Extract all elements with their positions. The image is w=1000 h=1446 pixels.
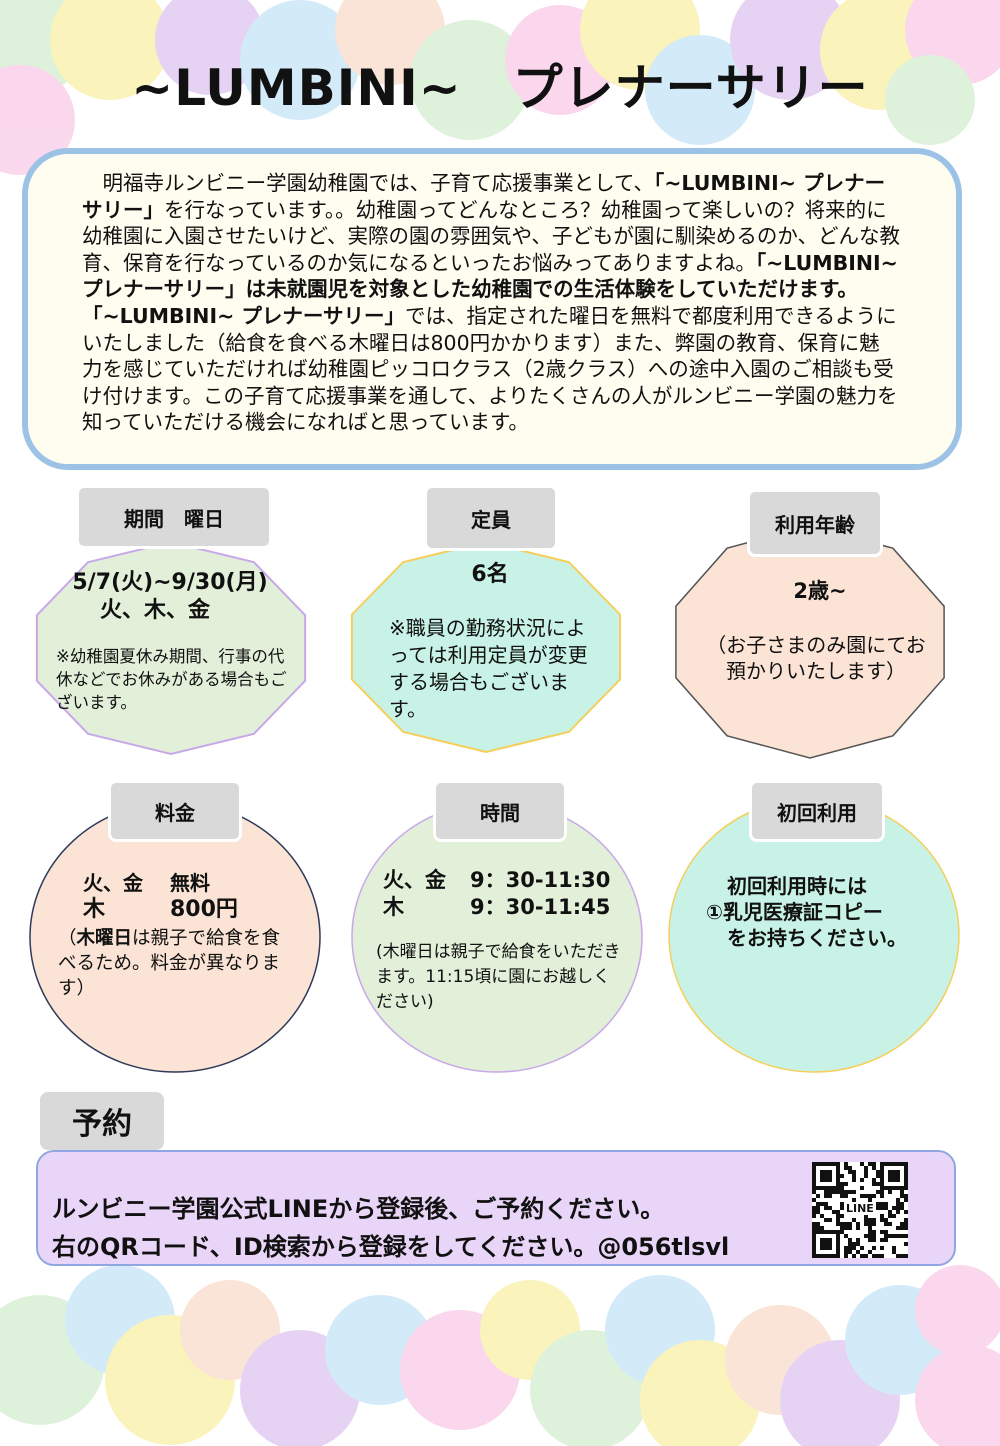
qr-line-logo: LINE <box>844 1202 876 1215</box>
age-value: 2歳~ <box>793 579 847 603</box>
time-row1-value: 9：30-11:30 <box>470 868 611 892</box>
decagon-shape <box>675 525 945 759</box>
decagon-shape <box>35 540 307 756</box>
reservation-line1: ルンビニー学園公式LINEから登録後、ご予約ください。 <box>52 1195 665 1223</box>
line-qr-code[interactable]: LINE <box>812 1162 908 1258</box>
time-label: 時間 <box>433 780 567 842</box>
time-row2-day: 木 <box>383 895 404 919</box>
intro-text: 明福寺ルンビニー学園幼稚園では、子育て応援事業として、 <box>102 171 654 195</box>
decagon-shape <box>350 540 622 754</box>
period-days: 火、木、金 <box>99 598 210 623</box>
capacity-value: 6名 <box>471 562 509 587</box>
first-use-line2: ①乳児医療証コピー <box>706 900 883 924</box>
reservation-box: ルンビニー学園公式LINEから登録後、ご予約ください。 右のQRコード、ID検索… <box>36 1150 956 1266</box>
first-use-line1: 初回利用時には <box>727 874 867 898</box>
intro-bold: 「~LUMBINI~ プレナーサリー」 <box>82 171 886 222</box>
capacity-note: ※職員の勤務状況によっては利用定員が変更する場合もございます。 <box>389 616 588 721</box>
fee-note-text: は親子で給食を食べるため。料金が異なります） <box>58 928 281 999</box>
age-label: 利用年齢 <box>747 489 883 557</box>
time-row2-value: 9：30-11:45 <box>470 895 611 919</box>
fee-row2-value: 800円 <box>170 897 238 922</box>
intro-text: では、指定された曜日を無料で都度利用できるようにいたしました（給食を食べる木曜日… <box>82 303 898 435</box>
time-row1-day: 火、金 <box>383 868 446 892</box>
fee-row2-day: 木 <box>83 897 106 922</box>
fee-note: （木曜日は親子で給食を食べるため。料金が異なります） <box>58 926 298 1001</box>
page-title: ~LUMBINI~ プレナーサリー <box>131 59 869 117</box>
period-dates: 5/7(火)~9/30(月) <box>72 570 268 595</box>
fee-row1-value: 無料 <box>170 871 210 895</box>
capacity-label: 定員 <box>424 485 558 551</box>
period-note: ※幼稚園夏休み期間、行事の代休などでお休みがある場合もございます。 <box>56 647 287 712</box>
fee-label: 料金 <box>108 780 242 842</box>
intro-text: を行なっています。。幼稚園ってどんなところ？幼稚園って楽しいの？将来的に幼稚園に… <box>82 197 900 275</box>
intro-box: 明福寺ルンビニー学園幼稚園では、子育て応援事業として、「~LUMBINI~ プレ… <box>22 148 962 470</box>
reservation-line2: 右のQRコード、ID検索から登録をしてください。@056tlsvl <box>52 1233 730 1261</box>
qr-code-pattern <box>812 1162 908 1258</box>
fee-note-bold: 木曜日 <box>76 928 133 949</box>
age-panel <box>667 524 953 760</box>
fee-note-open: （ <box>58 928 77 949</box>
fee-row1-day: 火、金 <box>83 871 143 895</box>
intro-bold: 「~LUMBINI~ プレナーサリー」は未就園児を対象とした幼稚園での生活体験を… <box>82 250 898 328</box>
first-use-label: 初回利用 <box>749 780 885 842</box>
period-panel <box>28 540 314 756</box>
period-label: 期間 曜日 <box>76 485 272 549</box>
time-note: (木曜日は親子で給食をいただきます。11:15頃に園にお越しください) <box>376 942 621 1012</box>
age-note: （お子さまのみ園にてお預かりいたします） <box>706 633 926 683</box>
first-use-line3: をお持ちください。 <box>727 926 907 950</box>
reservation-label: 予約 <box>40 1092 164 1150</box>
capacity-panel <box>343 540 629 754</box>
